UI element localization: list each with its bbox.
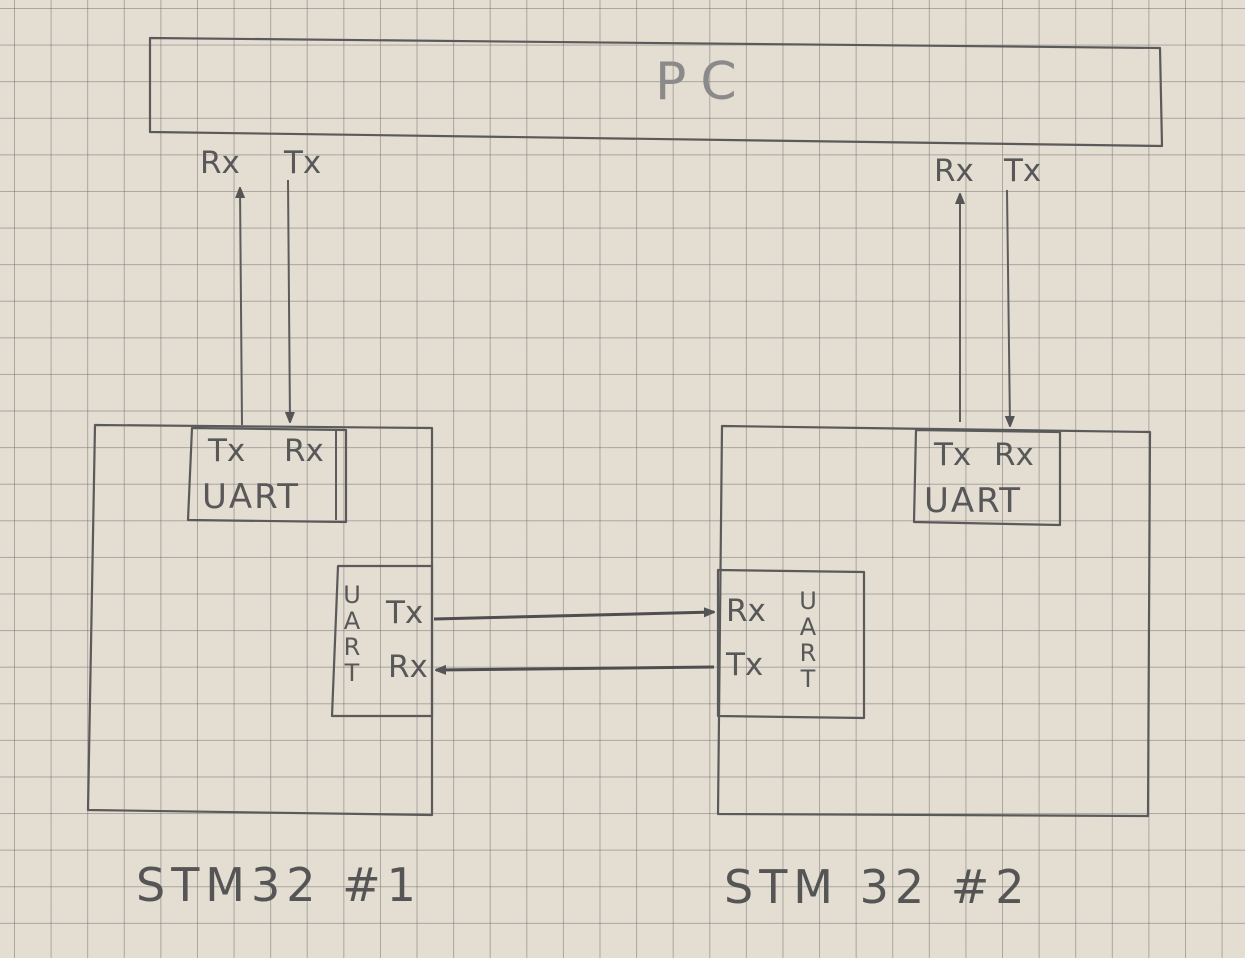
stm32-1-uart-side-name: UART bbox=[343, 581, 361, 687]
stm32-2-uart-side-block bbox=[716, 568, 866, 720]
stm32-1-uart-top-block bbox=[186, 426, 348, 524]
stm32-2-uart-top-block bbox=[912, 428, 1062, 527]
pc-tx-label-left: Tx bbox=[284, 145, 322, 181]
wire-stm1-tx-to-pc-rx bbox=[240, 188, 242, 426]
stm32-1-label: STM32 #1 bbox=[136, 858, 422, 912]
wire-pc-tx-to-stm1-rx bbox=[288, 179, 290, 422]
wire-pc-tx-to-stm2-rx bbox=[1007, 189, 1010, 426]
stm32-1-uart-side-block bbox=[330, 564, 434, 718]
pc-rx-label-left: Rx bbox=[200, 145, 240, 181]
stm32-2-uart-side-rx-label: Rx bbox=[726, 593, 766, 629]
stm32-2-uart-side-tx-label: Tx bbox=[726, 647, 764, 683]
stm32-2-uart-top-rx-label: Rx bbox=[994, 437, 1034, 473]
stm32-1-board bbox=[86, 423, 434, 817]
stm32-2-uart-top-tx-label: Tx bbox=[934, 437, 972, 473]
stm32-1-uart-side-tx-label: Tx bbox=[386, 595, 424, 631]
wire-stm2-tx-to-stm1-rx bbox=[436, 667, 715, 670]
pc-rx-label-right: Rx bbox=[934, 153, 974, 189]
stm32-1-uart-top-tx-label: Tx bbox=[208, 433, 246, 469]
stm32-1-uart-side-rx-label: Rx bbox=[388, 649, 428, 685]
stm32-1-uart-top-name: UART bbox=[202, 477, 301, 517]
stm32-2-uart-top-name: UART bbox=[924, 481, 1023, 521]
stm32-2-uart-side-name: UART bbox=[799, 587, 817, 693]
stm32-2-board bbox=[716, 424, 1152, 818]
stm32-1-uart-top-rx-label: Rx bbox=[284, 433, 324, 469]
pc-box bbox=[148, 36, 1164, 148]
wire-stm1-tx-to-stm2-rx bbox=[433, 612, 714, 621]
pc-tx-label-right: Tx bbox=[1004, 153, 1042, 189]
stm32-2-label: STM 32 #2 bbox=[724, 860, 1031, 914]
pc-label: PC bbox=[655, 52, 751, 112]
